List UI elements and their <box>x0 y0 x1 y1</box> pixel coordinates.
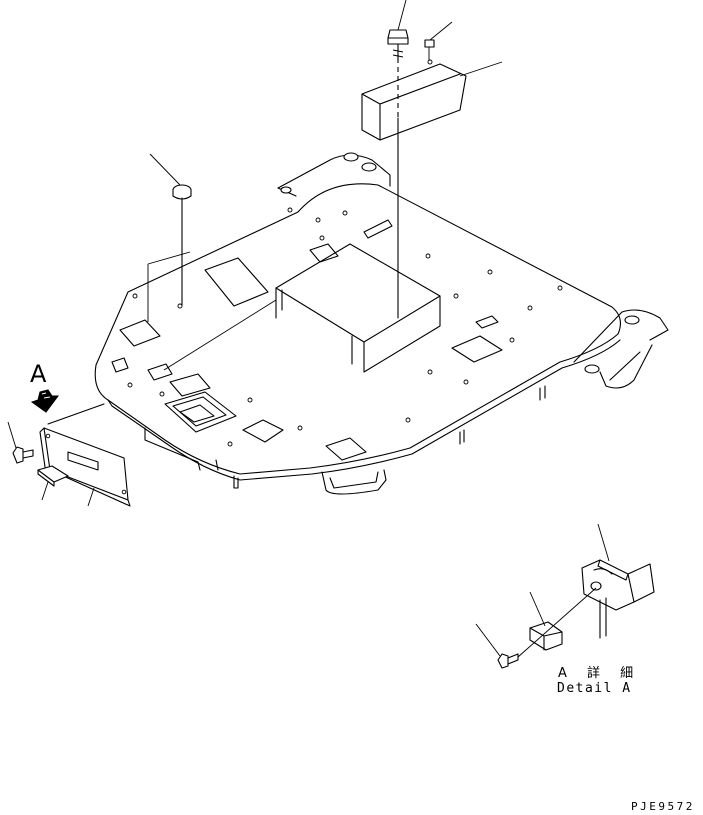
detail-bracket <box>581 559 655 639</box>
view-label: A <box>30 360 47 388</box>
plug <box>172 184 192 306</box>
top-bolt <box>387 29 409 319</box>
detail-title-jp: A 詳 細 <box>558 666 642 681</box>
drawing-code: PJE9572 <box>631 800 695 813</box>
view-arrow <box>30 389 59 413</box>
front-cover <box>39 403 131 507</box>
plate-cutouts <box>111 219 503 461</box>
floor-plate <box>94 152 669 495</box>
detail-bolt <box>497 653 519 669</box>
center-box <box>275 243 441 373</box>
spacer-block <box>37 465 69 487</box>
side-bolt <box>12 446 34 464</box>
mounting-holes <box>127 207 563 447</box>
leader-lines <box>7 0 610 657</box>
top-cover <box>361 58 467 141</box>
detail-clip <box>529 621 563 651</box>
top-nut <box>424 39 435 65</box>
detail-title-en: Detail A <box>557 681 632 696</box>
